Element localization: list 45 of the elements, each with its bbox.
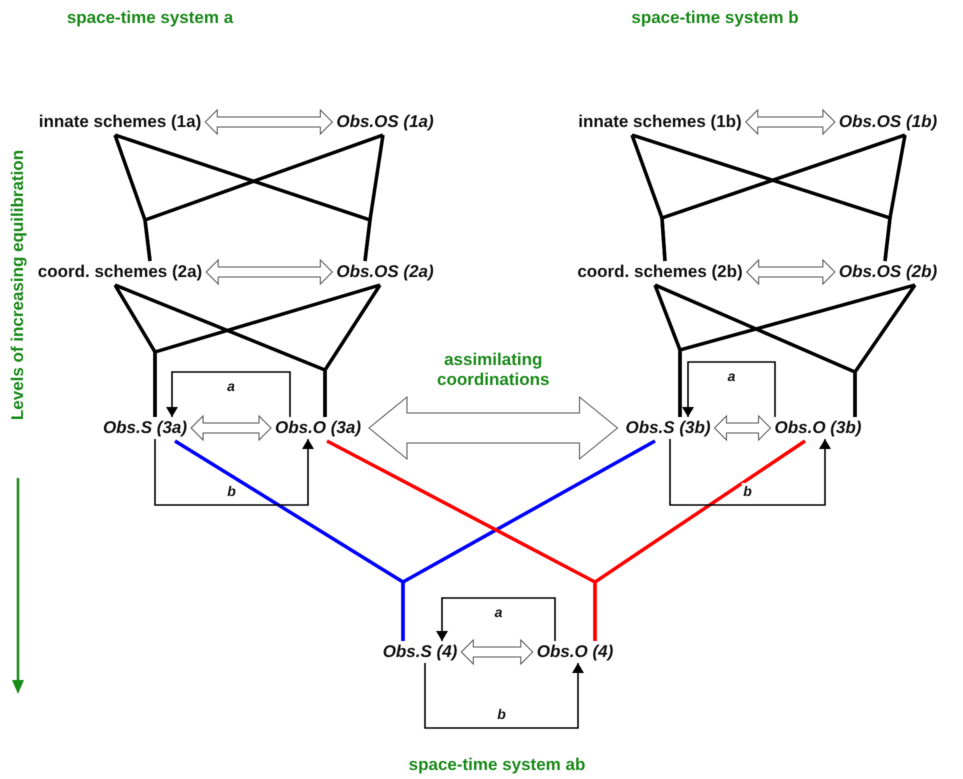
- connector-line: [660, 133, 906, 262]
- node-label: Obs.S (3b): [626, 417, 710, 439]
- double-arrow: [206, 258, 334, 286]
- node-label: Obs.OS (2b): [838, 261, 938, 283]
- double-arrow: [204, 108, 334, 136]
- connector-line: [363, 134, 385, 262]
- node-label: Obs.OS (1a): [336, 111, 434, 133]
- edge-label: b: [225, 483, 238, 499]
- arrow: [669, 439, 831, 506]
- arrow: [154, 439, 314, 506]
- connector-line: [678, 283, 916, 417]
- section-heading: space-time system b: [631, 8, 799, 28]
- section-heading: space-time system a: [66, 8, 234, 28]
- connector-line: [323, 284, 382, 417]
- connector-line: [153, 283, 380, 417]
- double-arrow: [460, 638, 534, 666]
- arrow: [682, 361, 776, 417]
- node-label: Obs.OS (1b): [838, 111, 938, 133]
- node-label: Obs.O (4): [536, 641, 614, 663]
- axis-title: Levels of increasing equilibration: [8, 150, 28, 420]
- node-label: Obs.S (4): [382, 641, 458, 663]
- connector-line: [883, 134, 907, 262]
- double-arrow: [714, 414, 772, 442]
- section-heading: space-time system ab: [408, 755, 586, 775]
- node-label: Obs.OS (2a): [336, 261, 434, 283]
- node-label: coord. schemes (2b): [577, 261, 743, 283]
- edge-label: b: [741, 483, 754, 499]
- node-label: innate schemes (1b): [578, 111, 742, 133]
- node-label: Obs.S (3a): [102, 417, 188, 439]
- arrow: [166, 371, 291, 417]
- connector-line: [143, 133, 384, 262]
- node-label: innate schemes (1a): [38, 111, 202, 133]
- connector-line: [853, 284, 916, 417]
- connector-line: [401, 439, 656, 641]
- arrow: [436, 597, 556, 641]
- double-arrow: [746, 258, 836, 286]
- node-label: coord. schemes (2a): [38, 261, 202, 283]
- node-label: Obs.O (3b): [774, 417, 862, 439]
- arrow: [424, 663, 584, 729]
- double-arrow: [745, 108, 836, 136]
- connector-line: [593, 440, 806, 641]
- double-arrow: [190, 414, 272, 442]
- edge-label: b: [495, 706, 508, 722]
- double-arrow: [368, 396, 618, 460]
- node-label: Obs.O (3a): [275, 417, 361, 439]
